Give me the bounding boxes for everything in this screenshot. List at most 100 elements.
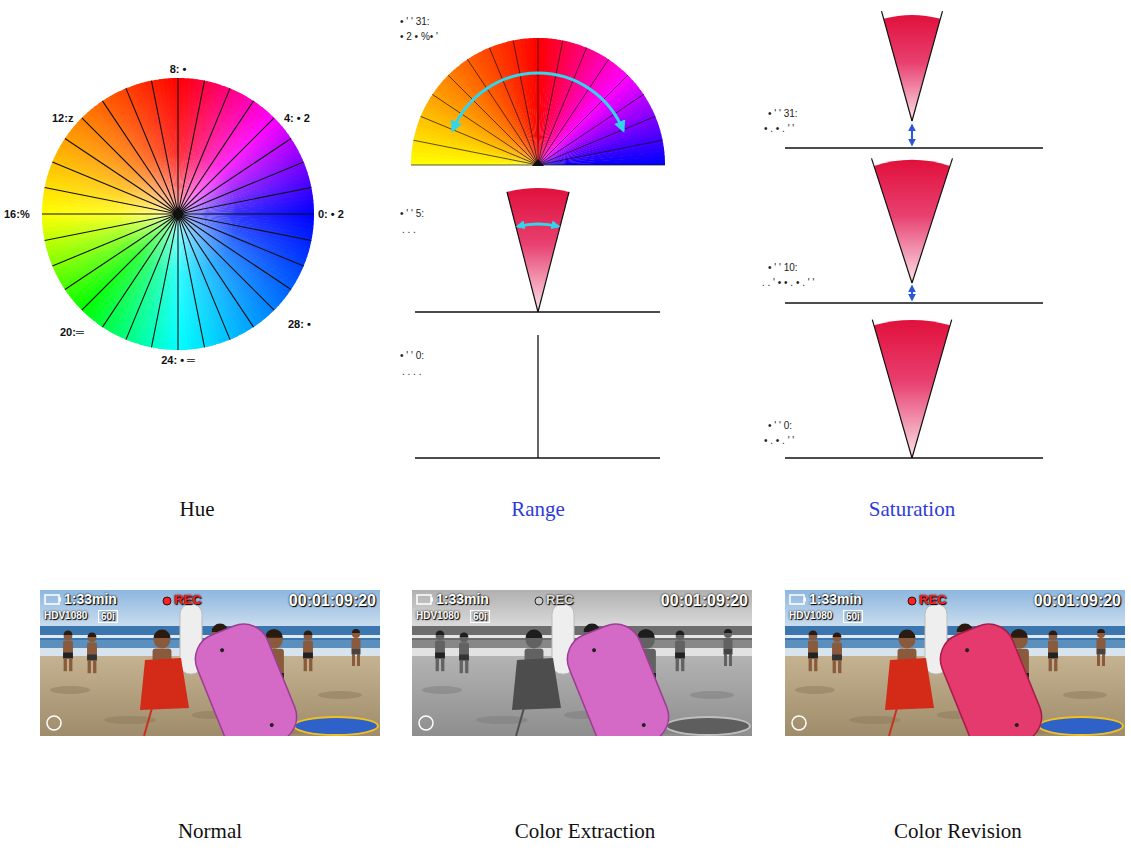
pink-board (933, 616, 1050, 736)
beach-person (459, 633, 469, 674)
rec-indicator: REC (546, 593, 573, 607)
leg (1102, 654, 1105, 666)
beach-person (808, 631, 818, 672)
beach-person (724, 629, 733, 666)
rec-dot (908, 597, 916, 605)
photo-caption: Color Extraction (515, 820, 656, 843)
spoke-line (538, 140, 663, 165)
hair (833, 633, 842, 637)
beach-person (303, 631, 313, 672)
battery-tip (59, 598, 61, 602)
leash (516, 708, 524, 736)
format-label: HDV1080 (416, 610, 459, 621)
hair (436, 631, 445, 635)
board-body (560, 616, 677, 736)
torso (808, 640, 818, 653)
leg (357, 654, 360, 666)
red-towel (885, 658, 934, 710)
torso (63, 640, 73, 653)
photo (40, 590, 380, 736)
mode-icon (419, 716, 433, 730)
beach-person (63, 631, 73, 672)
wedge-edge (912, 11, 942, 121)
leg (64, 658, 67, 671)
saturation-arrow (911, 125, 913, 145)
sand-patch (690, 691, 734, 699)
shorts (675, 653, 685, 659)
wedge-fill (874, 320, 950, 458)
panel-caption: Hue (180, 498, 215, 521)
board-dot (1014, 722, 1019, 727)
setting-label: • ' ' 10: (768, 262, 798, 273)
spoke-line (538, 38, 539, 165)
battery-icon (45, 595, 59, 604)
head (1097, 630, 1105, 638)
head (724, 630, 732, 638)
leg (1054, 658, 1057, 671)
beach-person (832, 633, 842, 674)
format-label: 60i (843, 610, 863, 623)
hair (352, 629, 360, 633)
torso (87, 642, 97, 655)
leg (304, 658, 307, 671)
hair (154, 630, 171, 638)
hair (899, 630, 916, 638)
leash (144, 708, 152, 736)
range-zero-line (537, 335, 538, 458)
sand-patch (422, 686, 462, 694)
hue-step-label: 28: • (288, 318, 311, 330)
blue-board (294, 717, 378, 735)
battery-tip (431, 598, 433, 602)
base-line (785, 302, 1043, 303)
hair (265, 629, 283, 638)
mode-icon (792, 716, 806, 730)
hue-step-label: 12:z (52, 112, 73, 124)
rec-dot (163, 597, 171, 605)
spoke-line (538, 48, 587, 165)
setting-label: • 2 • %• ' (400, 31, 438, 42)
sky (40, 590, 380, 632)
format-label: 60i (470, 610, 490, 623)
setting-label: • ' ' 0: (768, 420, 792, 431)
range-wedge-5 (507, 188, 569, 312)
leg (729, 654, 732, 666)
base-line (415, 311, 660, 312)
panel-caption: Range (511, 498, 565, 521)
sky (412, 590, 752, 632)
sand-patch (318, 691, 362, 699)
wedge-fill (874, 160, 950, 283)
leg (724, 654, 727, 666)
sky (785, 590, 1125, 632)
spoke-line (178, 118, 274, 214)
leg (681, 658, 684, 671)
wheel-wash (42, 78, 314, 350)
setting-label: • . • . ' ' (764, 435, 794, 446)
red-towel (512, 658, 561, 710)
leg (1097, 654, 1100, 666)
hair (304, 631, 313, 635)
shorts (435, 653, 445, 659)
spoke-line (45, 214, 178, 241)
hair (676, 631, 685, 635)
hue-step-label: 16:% (4, 208, 30, 220)
spoke-line (538, 59, 609, 165)
spoke-line (178, 101, 254, 214)
rec-indicator: REC (919, 593, 946, 607)
shorts (724, 649, 733, 655)
spoke-line (178, 214, 274, 310)
torso (675, 640, 685, 653)
sand-patch (50, 686, 90, 694)
photo-caption: Normal (178, 820, 242, 843)
camera-overlay (417, 595, 543, 730)
spoke-line (65, 138, 178, 214)
spoke-line (178, 187, 311, 214)
setting-label: • . • . ' ' (764, 123, 794, 134)
spoke-line (178, 214, 205, 347)
beach-person (352, 629, 361, 666)
leg (309, 658, 312, 671)
base-line (785, 457, 1043, 458)
hair (1049, 631, 1058, 635)
hair (724, 629, 732, 633)
setting-label: • ' ' 31: (400, 16, 430, 27)
